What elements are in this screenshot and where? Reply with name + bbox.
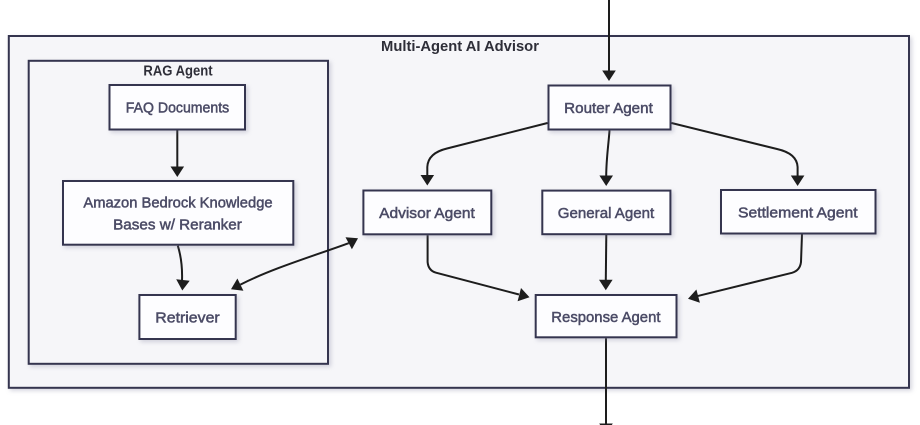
svg-text:Amazon Bedrock Knowledge: Amazon Bedrock Knowledge xyxy=(83,195,272,212)
svg-text:Multi-Agent AI Advisor: Multi-Agent AI Advisor xyxy=(381,39,539,55)
svg-text:Settlement Agent: Settlement Agent xyxy=(738,205,858,222)
svg-text:Advisor Agent: Advisor Agent xyxy=(379,205,476,222)
svg-text:Bases w/ Reranker: Bases w/ Reranker xyxy=(113,217,242,234)
svg-text:FAQ Documents: FAQ Documents xyxy=(126,100,229,117)
svg-text:Retriever: Retriever xyxy=(155,310,219,327)
svg-text:RAG Agent: RAG Agent xyxy=(143,63,212,79)
svg-text:General Agent: General Agent xyxy=(558,205,655,222)
svg-text:Router Agent: Router Agent xyxy=(564,100,653,117)
svg-text:Response Agent: Response Agent xyxy=(551,309,661,326)
